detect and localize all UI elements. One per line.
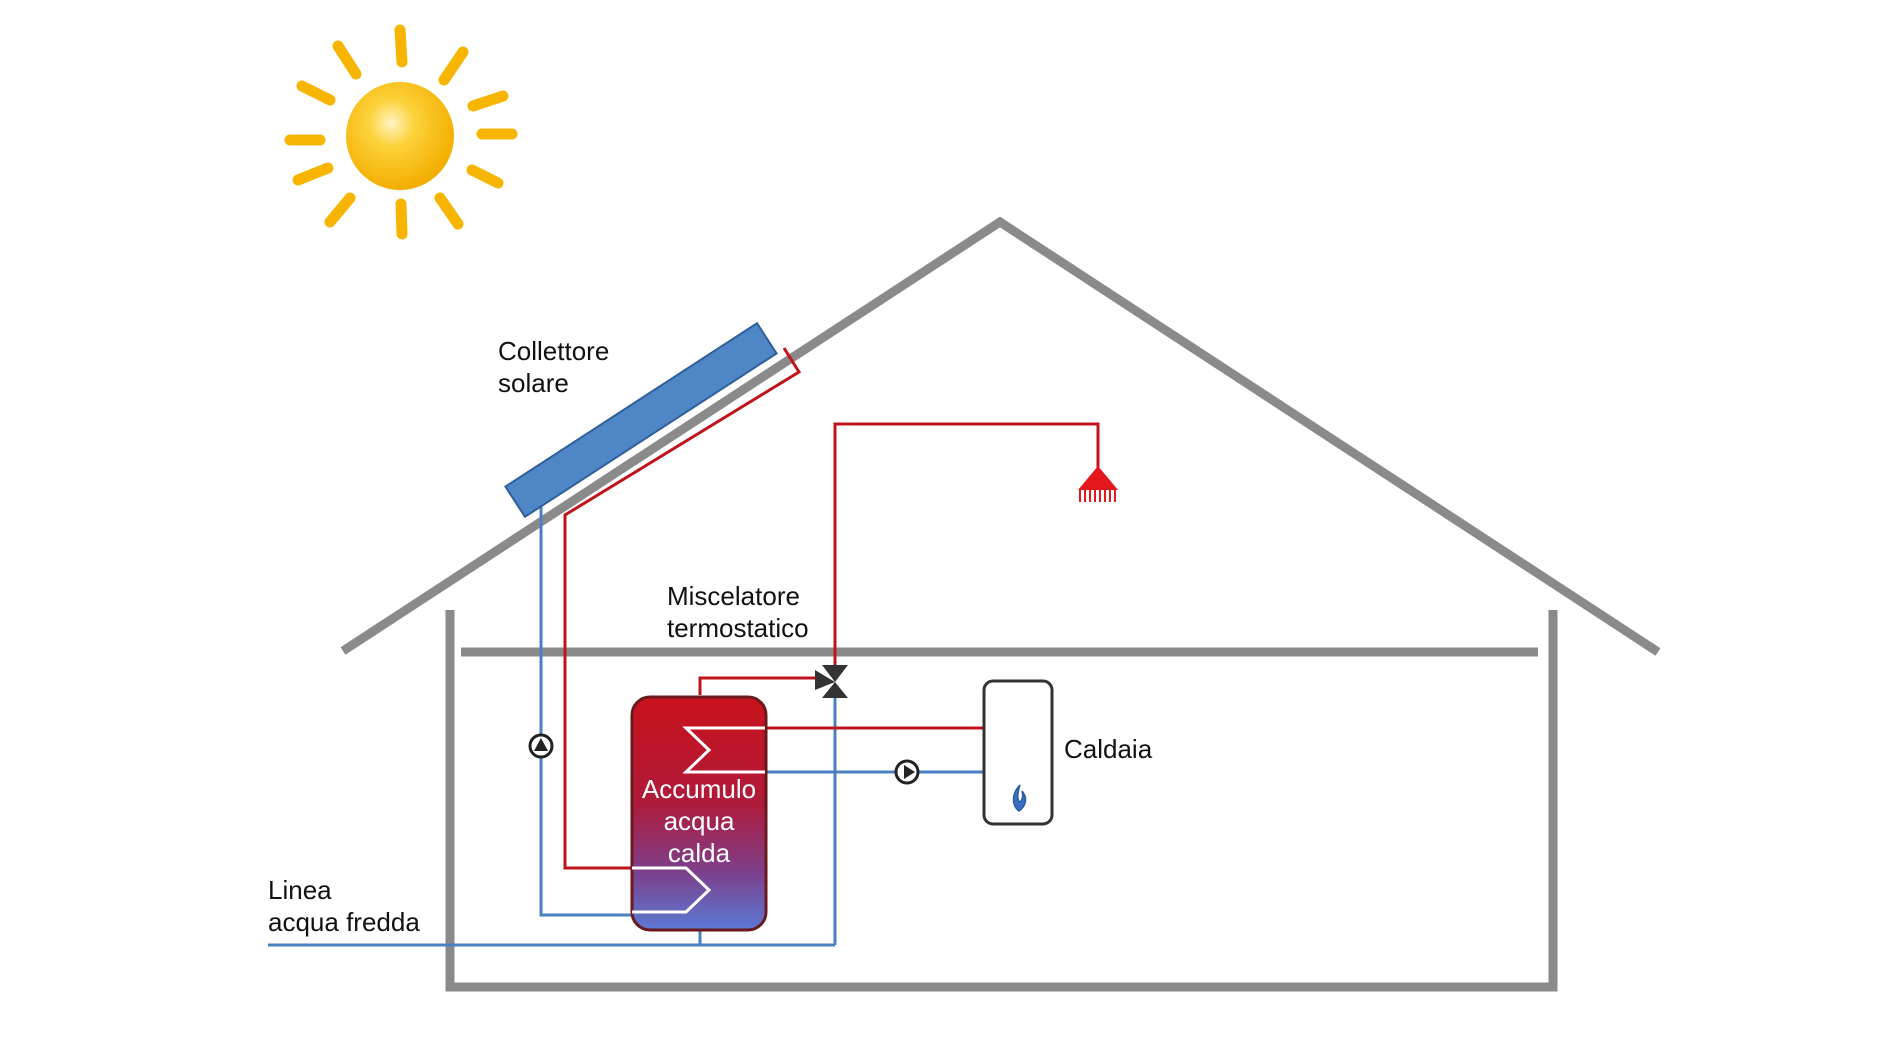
flame-icon bbox=[1012, 784, 1027, 812]
house-outline bbox=[340, 216, 1661, 992]
cold-line-label-line2: acqua fredda bbox=[268, 907, 420, 937]
pump-icon bbox=[894, 759, 920, 785]
house-walls bbox=[445, 610, 1558, 992]
collector-label-line1: Collettore bbox=[498, 336, 609, 366]
tank-label-line1: Accumulo bbox=[642, 774, 756, 804]
boiler bbox=[982, 679, 1054, 826]
cold-water-pipes bbox=[268, 505, 984, 947]
sun-icon bbox=[284, 24, 518, 240]
hot-water-storage-tank: Accumulo acqua calda bbox=[630, 695, 768, 932]
tank-label-line3: calda bbox=[668, 838, 731, 868]
boiler-label: Caldaia bbox=[1064, 734, 1153, 764]
roof bbox=[340, 216, 1661, 656]
collector-label-line2: solare bbox=[498, 368, 569, 398]
solar-collector-panel bbox=[504, 321, 778, 519]
tank-label-line2: acqua bbox=[664, 806, 735, 836]
cold-line-label-line1: Linea bbox=[268, 875, 332, 905]
heat-exchanger-coil-icon bbox=[682, 726, 765, 774]
hot-water-pipes bbox=[563, 347, 1100, 870]
mixer-label-line2: termostatico bbox=[667, 613, 809, 643]
mixer-label-line1: Miscelatore bbox=[667, 581, 800, 611]
pump-icon bbox=[528, 733, 554, 759]
heat-exchanger-coil-icon bbox=[632, 866, 712, 914]
mixing-valve-icon bbox=[815, 665, 848, 698]
shower-head-icon bbox=[1078, 466, 1118, 502]
